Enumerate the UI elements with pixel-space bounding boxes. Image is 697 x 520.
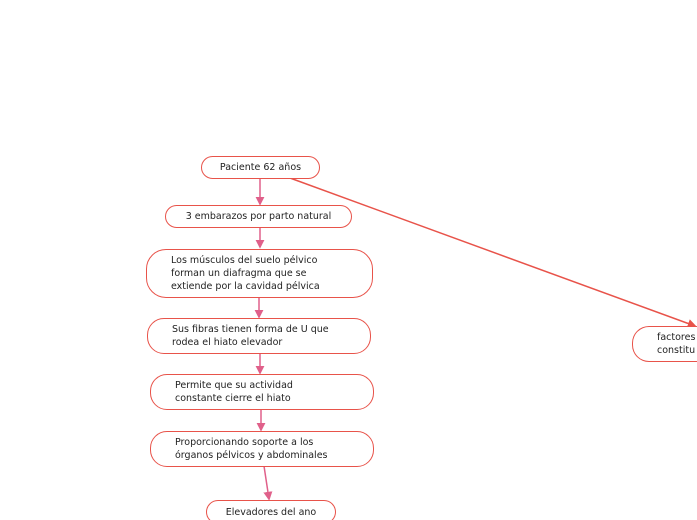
node-proporcionando[interactable]: Proporcionando soporte a los órganos pél… <box>150 431 374 467</box>
node-paciente[interactable]: Paciente 62 años <box>201 156 320 179</box>
connector-proporcionando-elevadores <box>263 465 273 501</box>
node-permite-label: Permite que su actividad constante cierr… <box>175 380 293 404</box>
node-paciente-label: Paciente 62 años <box>219 162 302 173</box>
node-elevadores[interactable]: Elevadores del ano <box>206 500 336 520</box>
node-proporcionando-label: Proporcionando soporte a los órganos pél… <box>175 437 328 461</box>
node-factores-label: factores constitu <box>657 332 696 356</box>
node-fibras-label: Sus fibras tienen forma de U que rodea e… <box>172 324 329 348</box>
node-factores[interactable]: factores constitu <box>632 326 697 362</box>
node-musculos[interactable]: Los músculos del suelo pélvico forman un… <box>146 249 373 298</box>
node-embarazos-label: 3 embarazos por parto natural <box>185 211 332 222</box>
node-embarazos[interactable]: 3 embarazos por parto natural <box>165 205 352 228</box>
connector-paciente-factores <box>289 177 697 328</box>
node-musculos-label: Los músculos del suelo pélvico forman un… <box>171 255 320 292</box>
node-fibras[interactable]: Sus fibras tienen forma de U que rodea e… <box>147 318 371 354</box>
node-permite[interactable]: Permite que su actividad constante cierr… <box>150 374 374 410</box>
node-elevadores-label: Elevadores del ano <box>225 506 317 518</box>
